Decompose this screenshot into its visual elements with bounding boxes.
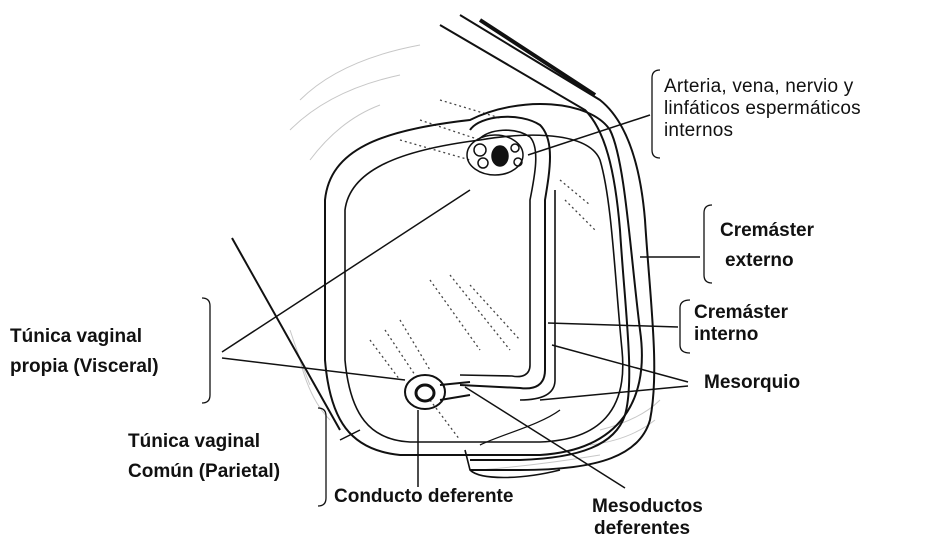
label-cremaster-externo: Cremáster externo [720, 216, 814, 276]
label-mesorquio: Mesorquio [704, 372, 800, 394]
label-arteria-line2: linfáticos espermáticos [664, 98, 861, 120]
label-tunica-propia-line1: Túnica vaginal [10, 322, 159, 352]
outer-sac [325, 104, 642, 455]
label-mesoductos-line1: Mesoductos [592, 496, 703, 518]
label-cremaster-interno-line2: interno [694, 324, 788, 346]
label-mesoductos: Mesoductos deferentes [592, 496, 703, 540]
label-mesoductos-line2: deferentes [592, 518, 703, 540]
label-arteria: Arteria, vena, nervio y linfáticos esper… [664, 76, 861, 142]
dotted-hatching [370, 100, 595, 440]
label-tunica-propia: Túnica vaginal propia (Visceral) [10, 322, 159, 382]
label-tunica-comun-line2: Común (Parietal) [128, 457, 280, 487]
label-arteria-line3: internos [664, 120, 861, 142]
label-tunica-propia-line2: propia (Visceral) [10, 352, 159, 382]
vessel-cluster [467, 135, 523, 175]
cord-channel [520, 190, 555, 400]
label-cremaster-interno-line1: Cremáster [694, 302, 788, 324]
vas-deferens [405, 375, 470, 409]
label-arteria-line1: Arteria, vena, nervio y [664, 76, 861, 98]
label-cremaster-externo-line1: Cremáster [720, 216, 814, 246]
label-tunica-comun: Túnica vaginal Común (Parietal) [128, 427, 280, 487]
label-cremaster-externo-line2: externo [720, 246, 814, 276]
label-cremaster-interno: Cremáster interno [694, 302, 788, 346]
label-conducto-deferente: Conducto deferente [334, 486, 513, 508]
label-tunica-comun-line1: Túnica vaginal [128, 427, 280, 457]
leader-lines [222, 115, 700, 488]
cord-loop-inner [460, 130, 536, 376]
